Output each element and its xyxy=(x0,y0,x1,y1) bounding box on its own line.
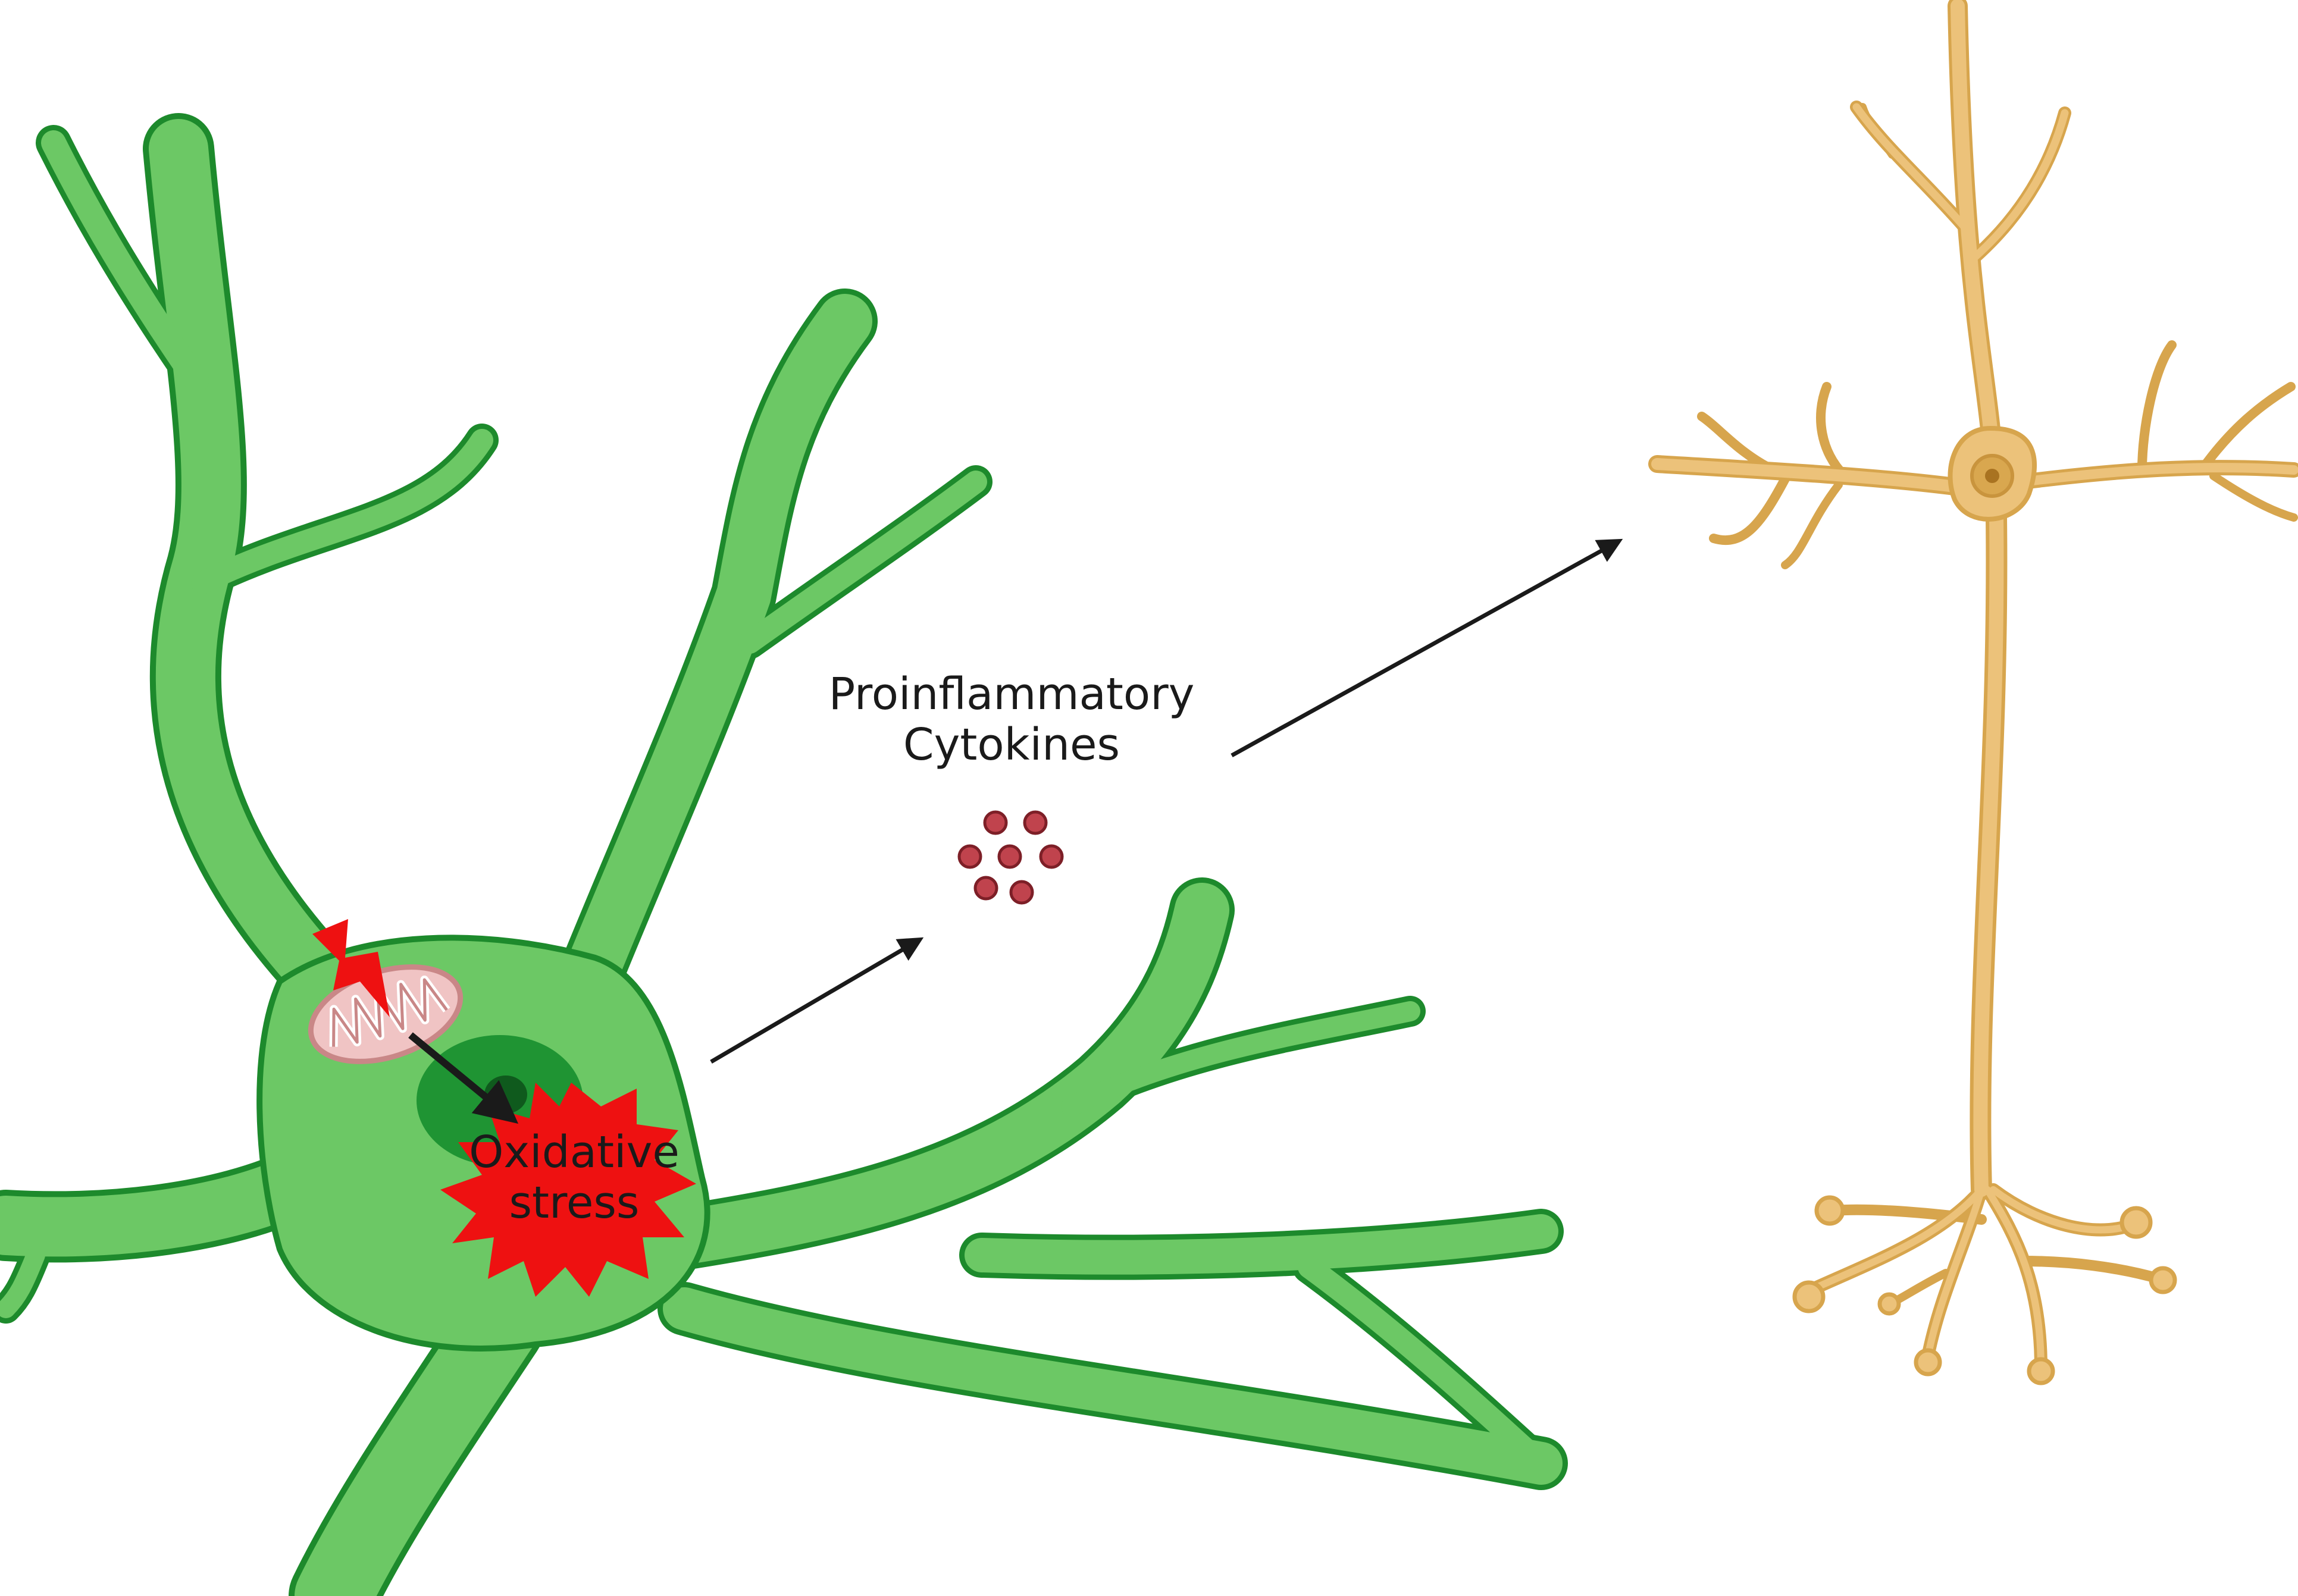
arrow-cytokines-to-neuron xyxy=(1231,538,1623,758)
neuron xyxy=(1648,0,2298,1385)
arrow-mitochondrion-to-stress xyxy=(408,1032,519,1124)
cytokines-label-line-1: Proinflammatory xyxy=(828,669,1195,720)
cytokines-label: Proinflammatory Cytokines xyxy=(774,669,1250,770)
oxidative-stress-label-line-2: stress xyxy=(509,1177,640,1229)
cytokine-particle-icon xyxy=(983,810,1008,835)
oxidative-stress-label-line-1: Oxidative xyxy=(469,1127,680,1178)
cytokine-particle-icon xyxy=(973,876,998,901)
arrow-glia-to-cytokines xyxy=(710,937,924,1064)
lightning-bolt-icon xyxy=(312,919,390,1017)
cytokine-particle-icon xyxy=(1039,844,1064,869)
cytokine-particle-icon xyxy=(1009,880,1034,905)
oxidative-stress-label: Oxidative stress xyxy=(434,1127,714,1228)
neuron-nucleolus xyxy=(1985,469,1999,483)
cytokine-particle-icon xyxy=(1023,810,1048,835)
oxidative-stress-starburst-icon xyxy=(440,1083,696,1297)
glial-cell xyxy=(0,113,1568,1596)
cytokine-cluster xyxy=(957,810,1064,905)
cytokine-particle-icon xyxy=(997,844,1022,869)
cytokines-label-line-2: Cytokines xyxy=(903,719,1120,771)
cytokine-particle-icon xyxy=(957,844,982,869)
